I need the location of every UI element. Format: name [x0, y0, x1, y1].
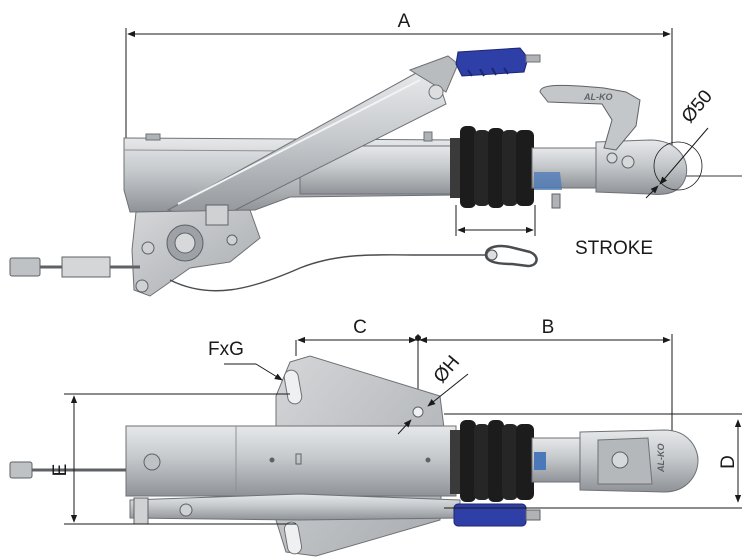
coupling-bolt-2 — [621, 155, 635, 169]
side-view: A — [9, 11, 742, 297]
breakaway-cable — [169, 254, 486, 292]
housing-bolt-2 — [423, 131, 433, 142]
top-bellows — [450, 420, 534, 502]
ball-diameter-leader — [659, 127, 709, 185]
top-view: C B — [9, 317, 742, 557]
label-ball-diameter: Ø50 — [678, 86, 717, 127]
lever-pivot — [428, 84, 444, 100]
coupling-bolt-1 — [606, 152, 618, 164]
hole-h-leader-bottom — [397, 419, 412, 435]
housing-top-rivet-1 — [269, 457, 275, 463]
top-lever-grip — [453, 503, 527, 527]
lever-highlight — [177, 79, 421, 205]
housing-top — [125, 425, 457, 497]
plate-bolt-2 — [135, 279, 149, 293]
spring-block — [205, 204, 229, 226]
coupling-bolt-stem — [551, 193, 561, 209]
grip-end — [525, 54, 541, 63]
top-grip-end — [525, 509, 541, 521]
hole-h-leader-top — [427, 373, 469, 407]
bellows — [450, 126, 534, 208]
top-coupling-blue-ring — [534, 452, 546, 470]
top-lever-clamp — [133, 497, 149, 525]
housing-top-bolt — [143, 453, 161, 471]
top-coupling-bolt — [611, 451, 629, 469]
coupling-blue-ring — [534, 172, 562, 190]
ball-circle — [653, 141, 703, 191]
turnbuckle-body — [61, 256, 111, 278]
coupling-handle — [539, 84, 641, 151]
label-d: D — [718, 455, 739, 469]
top-brand-mark: AL-KO — [656, 444, 666, 474]
plate-bolt-1 — [141, 241, 155, 255]
label-hole-diameter: ØH — [430, 352, 464, 387]
top-turnbuckle-eye — [9, 461, 33, 479]
housing-top-mark — [295, 453, 302, 465]
housing-bolt — [145, 133, 161, 141]
label-stroke: STROKE — [575, 238, 653, 259]
grip-ridges — [467, 67, 509, 77]
label-b: B — [542, 317, 555, 338]
slot-hole-top — [283, 369, 303, 405]
hub-center — [174, 232, 196, 254]
housing-top-rivet-2 — [425, 457, 431, 463]
lever-grip — [455, 47, 529, 77]
label-e: E — [50, 464, 71, 477]
carabiner-ring — [486, 249, 498, 261]
ball-diameter-arrow — [645, 185, 659, 199]
label-fxg: FxG — [208, 339, 244, 360]
breakaway-carabiner — [484, 244, 538, 268]
hole-h-top — [412, 406, 424, 418]
plate-bolt-3 — [226, 234, 238, 246]
fxg-leader-arrow — [255, 363, 283, 381]
brand-mark: AL-KO — [583, 92, 613, 102]
top-lever-bar — [129, 493, 461, 521]
label-c: C — [353, 317, 367, 338]
label-a: A — [398, 11, 411, 32]
top-lever-pivot — [179, 503, 193, 517]
turnbuckle-eye — [9, 257, 41, 277]
slot-hole-bottom — [283, 521, 303, 555]
